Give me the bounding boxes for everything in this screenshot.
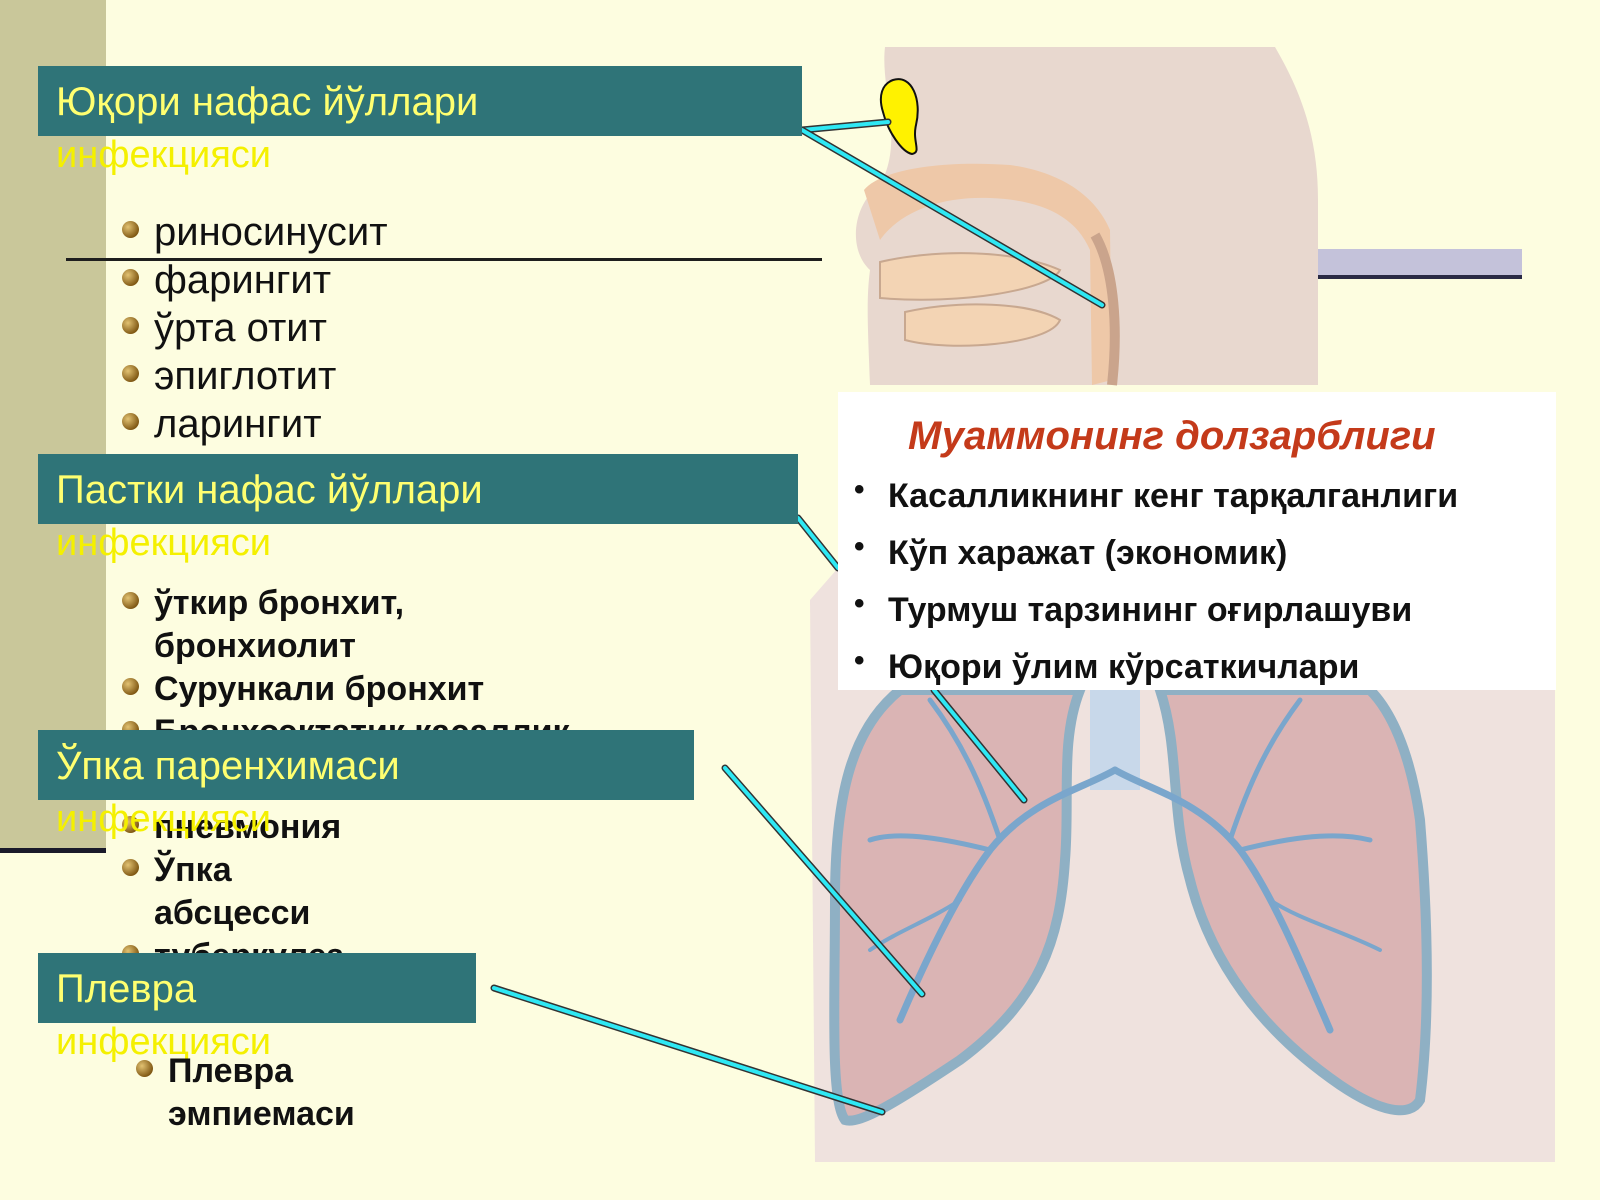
- list-item: ларингит: [122, 400, 388, 448]
- bullet-icon: [122, 365, 139, 382]
- sinus-icon: [879, 78, 919, 156]
- sidebar-bottom-rule: [0, 848, 106, 853]
- lower-respiratory-list: ўткир бронхит, бронхиолит Сурункали брон…: [122, 582, 722, 754]
- list-item: пневмония: [122, 806, 382, 849]
- relevance-panel: Муаммонинг долзарблиги •Касалликнинг кен…: [838, 392, 1556, 690]
- bronchial-tree: [867, 697, 1382, 1034]
- bullet-icon: [122, 678, 139, 695]
- bullet-icon: [136, 1060, 153, 1077]
- airway: [1090, 232, 1120, 386]
- horizontal-accent-bar: [1280, 249, 1522, 279]
- list-item: ўрта отит: [122, 304, 388, 352]
- bullet-icon: •: [854, 473, 865, 506]
- bullet-icon: [122, 592, 139, 609]
- section-header-pleura: Плевра инфекцияси: [38, 953, 476, 1063]
- bullet-icon: [122, 317, 139, 334]
- trachea: [1090, 690, 1140, 790]
- arrow-bronchi: [794, 514, 1028, 804]
- oral-cavity: [879, 252, 1062, 301]
- section-header-upper-respiratory: Юқори нафас йўллари инфекцияси: [38, 66, 802, 176]
- nasal-cavity: [864, 163, 1112, 385]
- pleura-list: Плевра эмпиемаси: [136, 1050, 396, 1136]
- horizontal-rule: [66, 258, 822, 261]
- list-item: •Юқори ўлим кўрсаткичлари: [854, 644, 1458, 704]
- bullet-icon: [122, 413, 139, 430]
- list-item: эпиглотит: [122, 352, 388, 400]
- tongue: [904, 303, 1062, 347]
- section-subheading: инфекцияси: [56, 798, 272, 840]
- arrow-sinus: [798, 118, 892, 134]
- relevance-title: Муаммонинг долзарблиги: [908, 414, 1436, 458]
- arrow-parenchyma: [721, 764, 926, 998]
- right-lung: [1153, 685, 1432, 1116]
- arrow-pharynx: [798, 126, 1106, 309]
- upper-respiratory-list: риносинусит фарингит ўрта отит эпиглотит…: [122, 208, 388, 448]
- list-item: фарингит: [122, 256, 388, 304]
- bullet-icon: [122, 859, 139, 876]
- left-sidebar-band: [0, 0, 106, 850]
- bullet-icon: [122, 816, 139, 833]
- list-item: •Кўп харажат (экономик): [854, 530, 1458, 590]
- section-header-lower-respiratory: Пастки нафас йўллари инфекцияси: [38, 454, 798, 564]
- list-item: Ўпка абсцесси: [122, 849, 344, 935]
- section-subheading: инфекцияси: [56, 1021, 272, 1063]
- list-item: •Касалликнинг кенг тарқалганлиги: [854, 473, 1458, 533]
- section-subheading: инфекцияси: [56, 134, 272, 176]
- section-heading: Ўпка паренхимаси: [56, 744, 400, 788]
- arrow-pleura: [490, 984, 886, 1116]
- bullet-icon: •: [854, 587, 865, 620]
- bullet-icon: [122, 221, 139, 238]
- list-item: •Турмуш тарзининг оғирлашуви: [854, 587, 1458, 647]
- list-item: ўткир бронхит, бронхиолит: [122, 582, 474, 668]
- bullet-icon: [122, 269, 139, 286]
- section-subheading: инфекцияси: [56, 522, 272, 564]
- list-item: риносинусит: [122, 208, 388, 256]
- section-heading: Юқори нафас йўллари: [56, 80, 479, 124]
- relevance-list: •Касалликнинг кенг тарқалганлиги •Кўп ха…: [854, 473, 1458, 704]
- list-item: Сурункали бронхит: [122, 668, 722, 711]
- section-heading: Пастки нафас йўллари: [56, 468, 483, 512]
- bullet-icon: •: [854, 530, 865, 563]
- bullet-icon: •: [854, 644, 865, 677]
- pointer-arrows: [490, 118, 1106, 1116]
- list-item: Плевра эмпиемаси: [136, 1050, 396, 1136]
- section-header-parenchyma: Ўпка паренхимаси инфекцияси: [38, 730, 694, 840]
- section-heading: Плевра: [56, 967, 197, 1011]
